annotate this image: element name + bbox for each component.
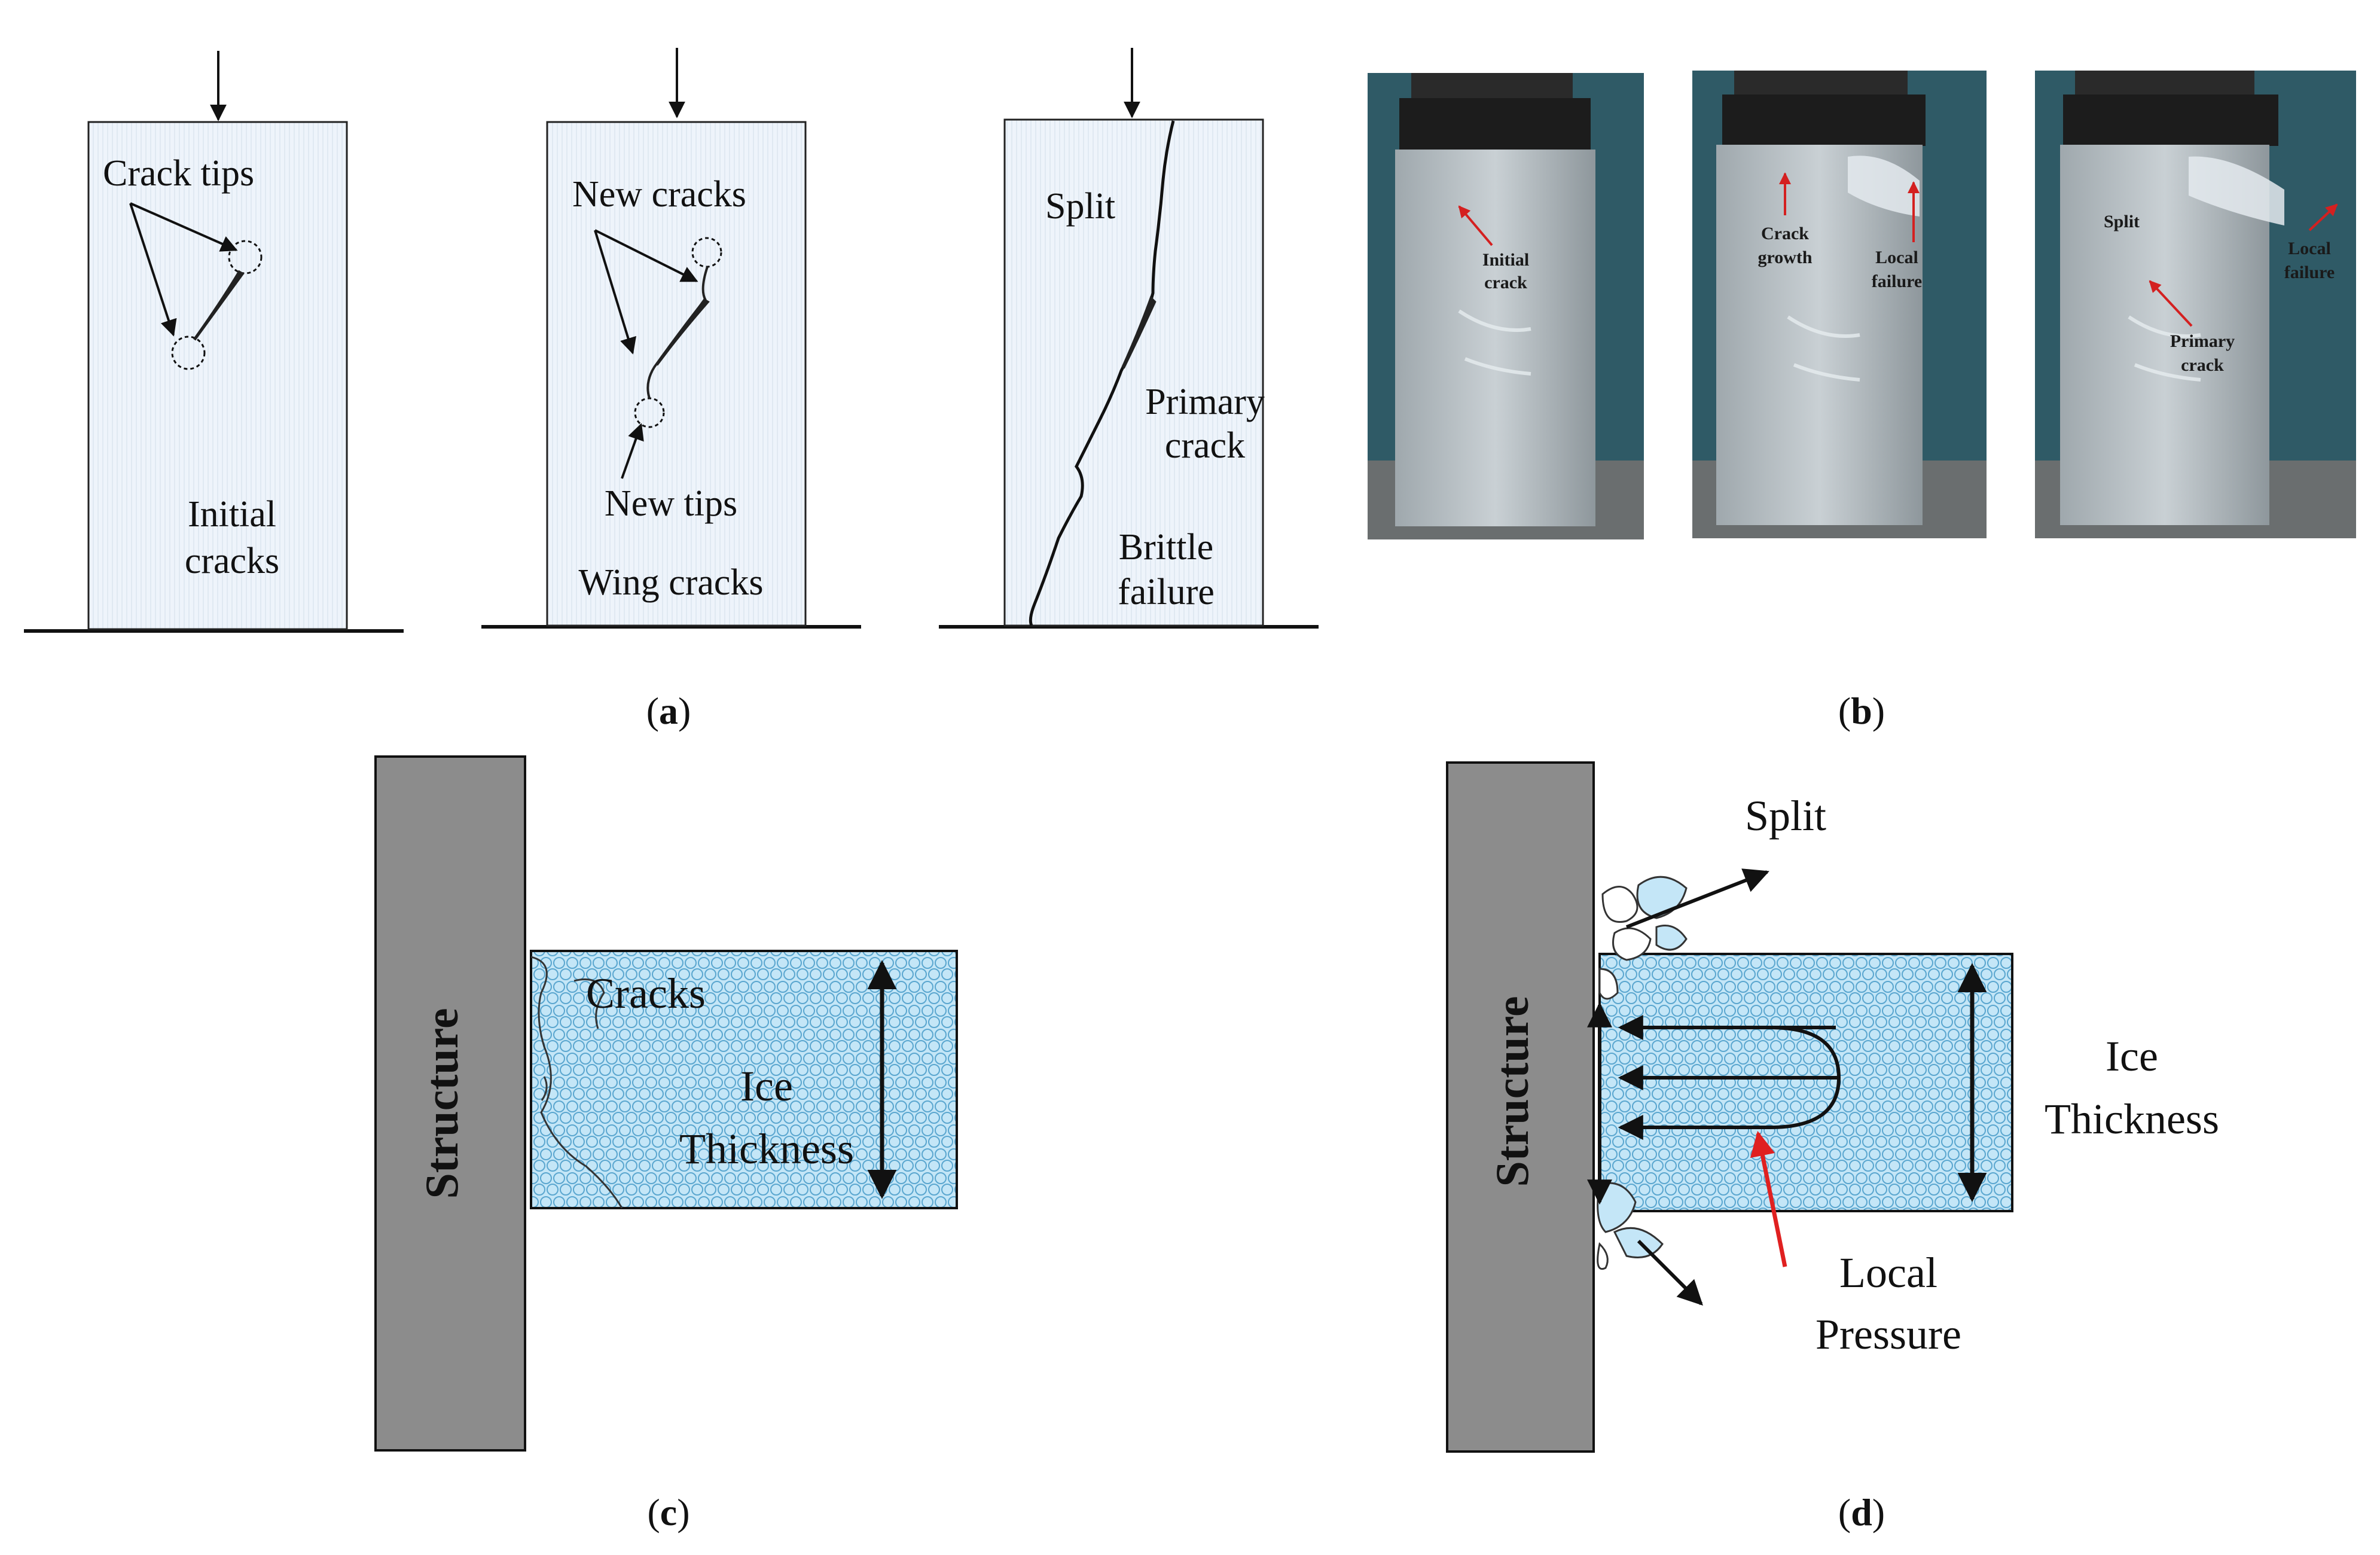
- crack-tip-circle: [171, 336, 206, 370]
- ice-thickness-label: Ice: [740, 1062, 793, 1110]
- local-pressure-arrow: [1750, 1130, 1787, 1267]
- annotation-arrow: [1458, 205, 1493, 246]
- brittle-failure-label: Brittle: [1119, 527, 1213, 568]
- panel-c: Structure Cracks Ice Thickness (c): [374, 755, 958, 1533]
- ice-fragments: [1597, 876, 1688, 1270]
- cracks-label: Cracks: [586, 969, 706, 1017]
- ice-thickness-label: Thickness: [2045, 1095, 2219, 1143]
- pointer-arrow: [594, 229, 698, 282]
- initial-crack-label: Initial: [1482, 250, 1529, 270]
- caption-a: (a): [646, 690, 691, 732]
- caption-c: (c): [647, 1491, 689, 1533]
- panel-d: Structure Split Local Pressure Ice Thick…: [1446, 761, 2219, 1533]
- split-arrow: [1637, 1239, 1703, 1306]
- new-cracks-label: New cracks: [572, 174, 746, 215]
- local-failure-label: Local: [2288, 239, 2331, 258]
- annotation-arrow: [2149, 280, 2193, 327]
- structure-column: [374, 755, 526, 1452]
- local-failure-label: Local: [1875, 248, 1918, 267]
- structure-label: Structure: [416, 1008, 468, 1199]
- primary-crack-label: crack: [2181, 355, 2224, 375]
- new-tips-label: New tips: [605, 483, 737, 524]
- local-failure-label: failure: [1872, 272, 1922, 291]
- initial-cracks-label: Initial: [188, 494, 276, 535]
- panel-b: Initial crack Crack growth Local failure: [1368, 71, 2356, 732]
- local-failure-label: failure: [2284, 263, 2335, 282]
- structure-column: [1446, 761, 1595, 1453]
- ice-sheet: [1598, 953, 2013, 1212]
- crack-line: [573, 978, 605, 1029]
- specimen: [546, 121, 807, 627]
- crack-line: [541, 1076, 548, 1101]
- initial-cracks-label: cracks: [185, 541, 279, 581]
- primary-crack-label: Primary: [1145, 382, 1265, 422]
- split-crack: [1029, 120, 1175, 627]
- brittle-failure-label: failure: [1118, 572, 1215, 612]
- initial-crack: [193, 270, 245, 341]
- caption-d: (d): [1838, 1491, 1885, 1533]
- caption-b: (b): [1838, 690, 1885, 732]
- primary-crack-label: Primary: [2170, 331, 2235, 351]
- stage-brittle-failure: Split Primary crack Brittle failure: [939, 48, 1319, 629]
- pointer-arrow: [594, 230, 636, 355]
- primary-crack-label: crack: [1165, 425, 1245, 466]
- initial-crack-label: crack: [1484, 273, 1527, 292]
- structure-label: Structure: [1486, 996, 1538, 1187]
- ice-thickness-label: Ice: [2106, 1032, 2158, 1080]
- photo-initial-crack: Initial crack: [1368, 73, 1644, 539]
- split-label: Split: [1045, 186, 1115, 227]
- split-label: Split: [1745, 792, 1826, 840]
- panel-a: Crack tips Initial cracks New cracks New…: [24, 48, 1319, 732]
- crack-line: [530, 956, 623, 1209]
- split-label: Split: [2104, 212, 2140, 231]
- photo-primary-crack: Split Local failure Primary crack: [2035, 71, 2356, 538]
- local-pressure-label: Local: [1839, 1249, 1937, 1297]
- pointer-arrow: [129, 203, 177, 337]
- stage-wing-cracks: New cracks New tips Wing cracks: [481, 48, 861, 629]
- crack-tips-label: Crack tips: [103, 153, 254, 194]
- specimen: [1003, 118, 1264, 627]
- photo-crack-growth: Crack growth Local failure: [1692, 71, 1987, 538]
- wing-cracks-label: Wing cracks: [578, 562, 763, 603]
- crack-growth-label: growth: [1757, 248, 1812, 267]
- local-pressure-label: Pressure: [1815, 1310, 1961, 1358]
- pointer-arrow: [130, 202, 238, 252]
- primary-crack: [1121, 295, 1157, 369]
- ice-block: [1395, 150, 1595, 526]
- stage-initial-cracks: Crack tips Initial cracks: [24, 51, 404, 633]
- initial-crack: [655, 298, 710, 366]
- new-tip-arrow: [621, 423, 644, 479]
- ice-thickness-label: Thickness: [679, 1125, 854, 1173]
- crack-growth-label: Crack: [1761, 224, 1809, 243]
- split-arrow: [1625, 868, 1769, 929]
- annotation-arrow: [2308, 203, 2338, 231]
- crack-tip-circle: [228, 240, 263, 275]
